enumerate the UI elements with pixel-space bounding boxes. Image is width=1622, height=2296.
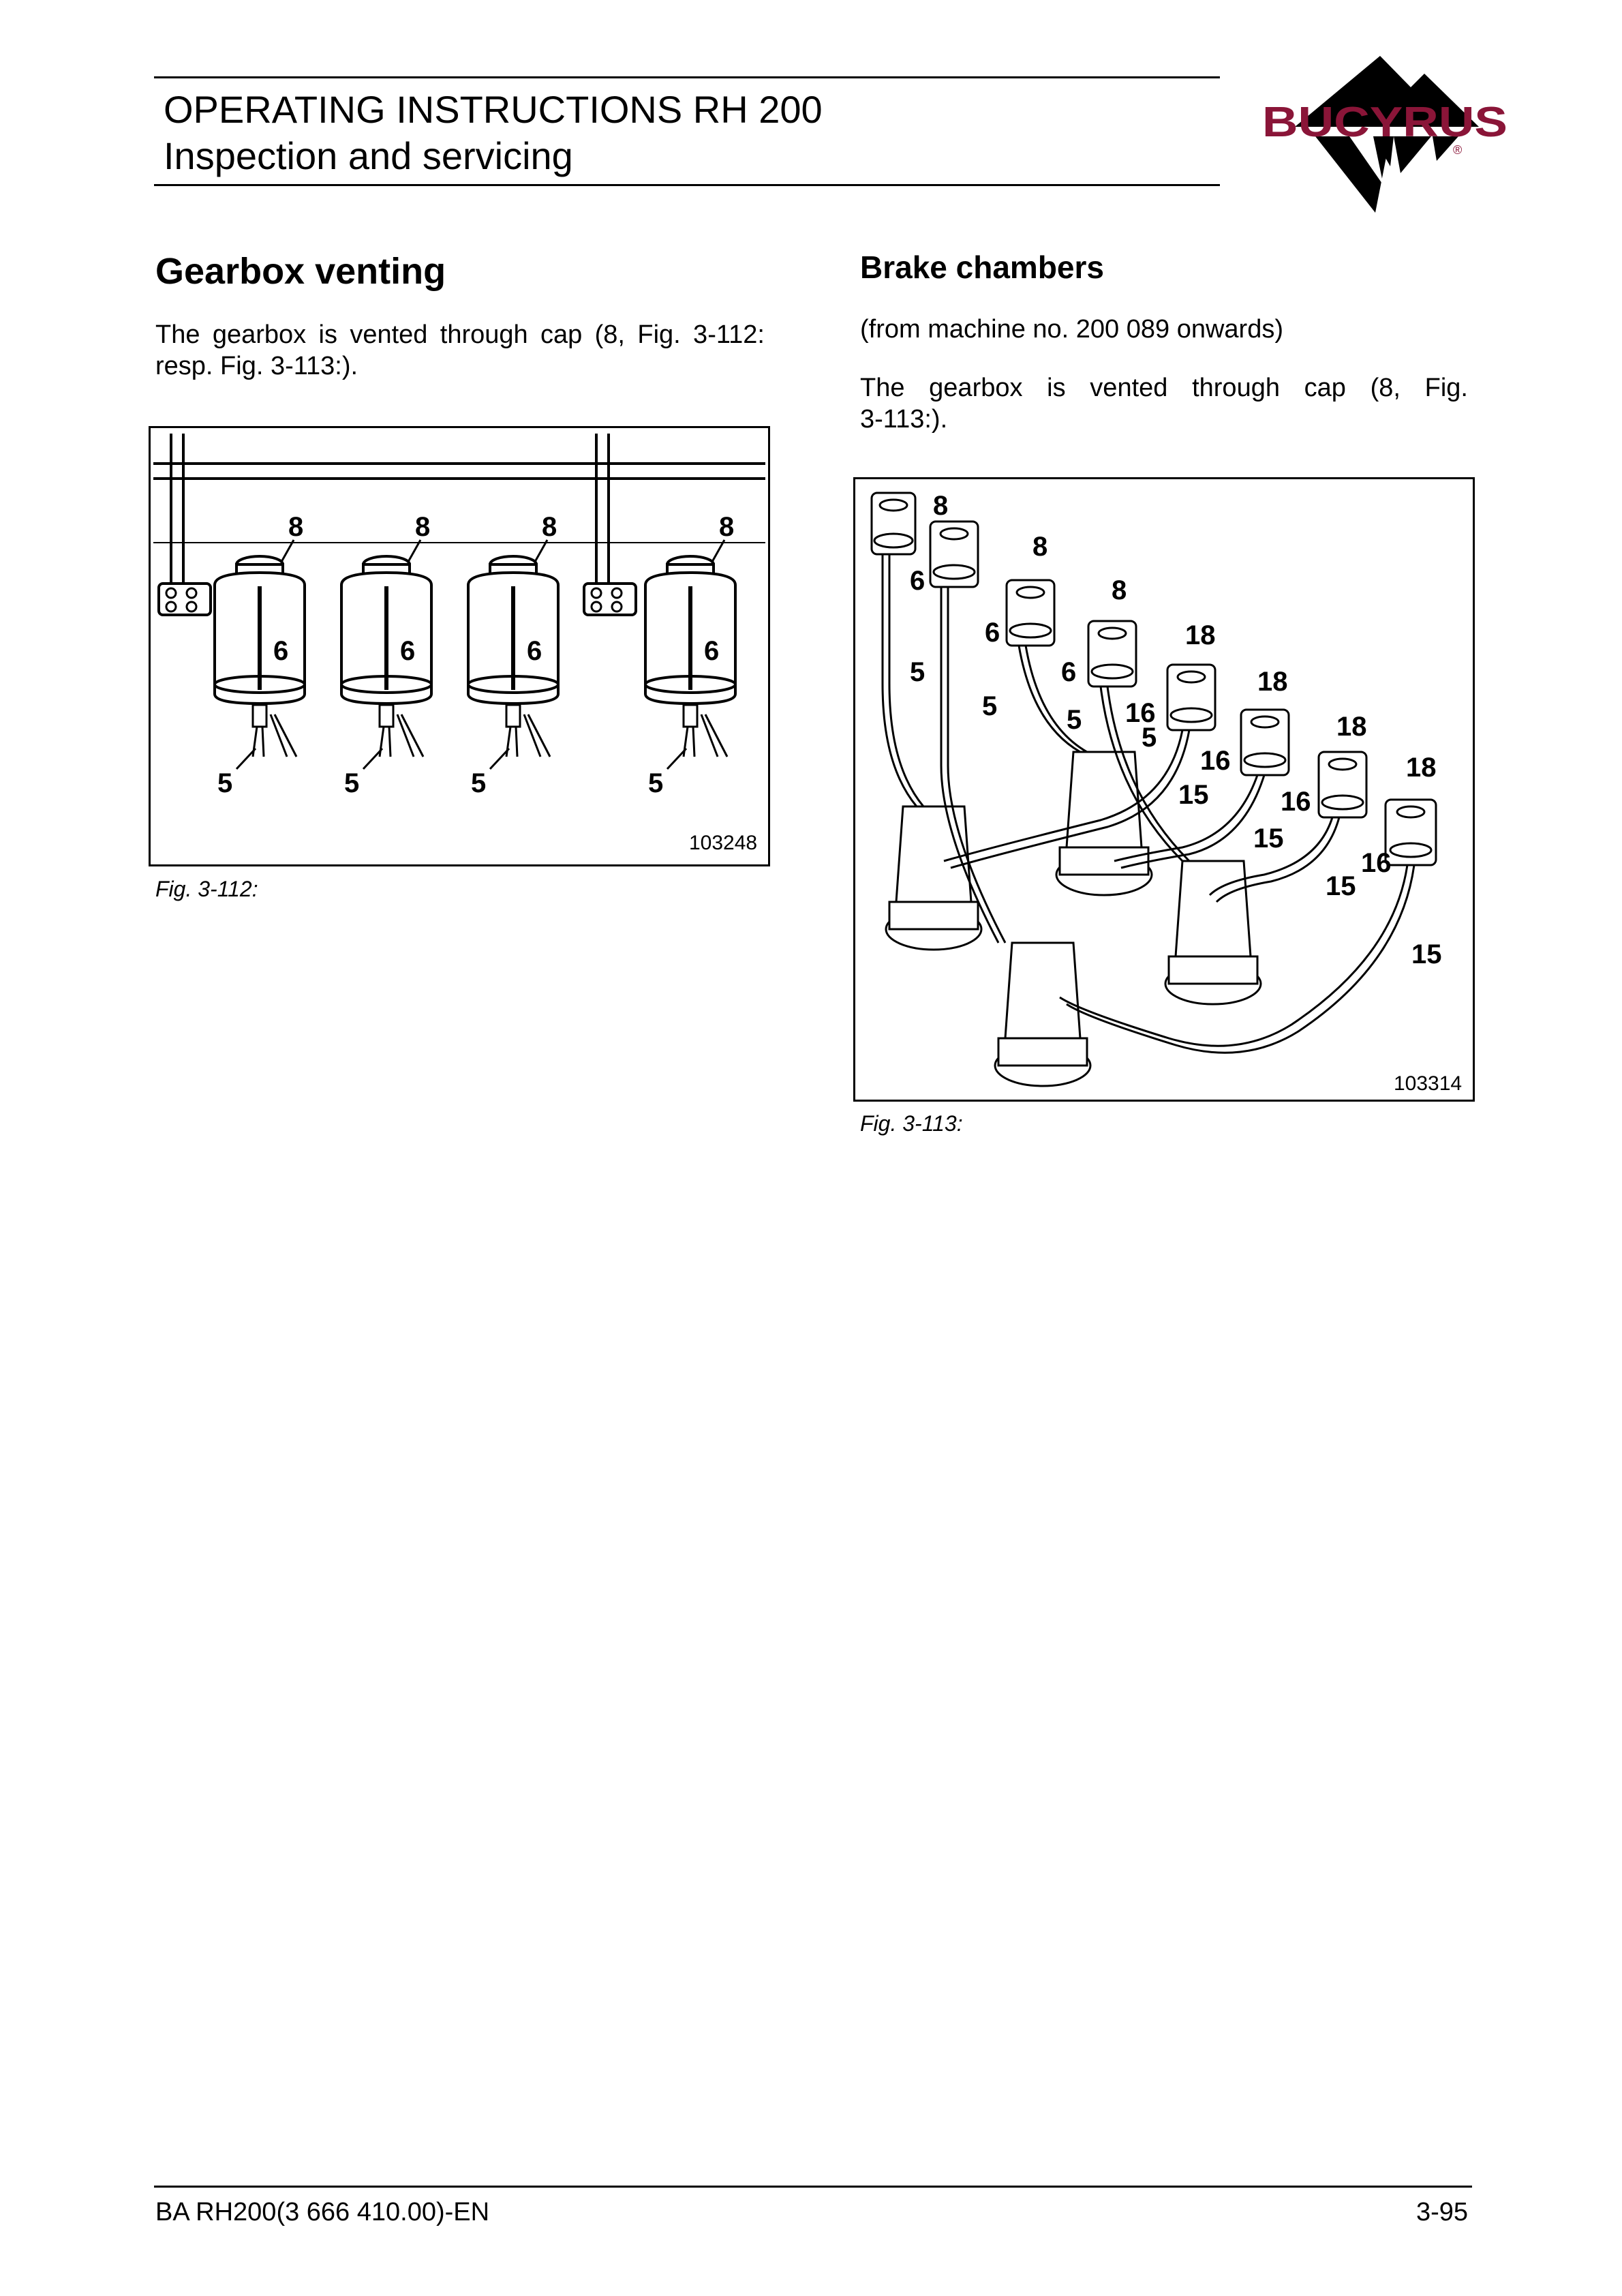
callout-sight-glass-1: 6 bbox=[273, 636, 288, 666]
caption-fig-3-112: Fig. 3-112: bbox=[155, 877, 258, 901]
callout-hose-1: 5 bbox=[217, 768, 232, 798]
callout-sight-glass-3: 6 bbox=[527, 636, 542, 666]
caption-fig-3-113: Fig. 3-113: bbox=[860, 1111, 963, 1136]
footer-document-id: BA RH200(3 666 410.00)-EN bbox=[155, 2198, 490, 2226]
footer-page-number: 3-95 bbox=[1416, 2198, 1468, 2226]
document-title: OPERATING INSTRUCTIONS RH 200 bbox=[164, 88, 823, 131]
callout-hose-4: 5 bbox=[1142, 723, 1157, 753]
callout-cap-2: 8 bbox=[415, 512, 430, 542]
callout-fitting-3: 16 bbox=[1281, 787, 1311, 817]
callout-hose-1: 5 bbox=[910, 657, 925, 687]
header-bottom-rule bbox=[154, 184, 1220, 186]
callout-hose-3: 5 bbox=[1067, 705, 1082, 735]
callout-fitting-1: 16 bbox=[1125, 698, 1156, 728]
callout-fitting-4: 16 bbox=[1361, 848, 1392, 878]
figure-3-113: 8 8 8 6 6 6 5 5 5 5 18 18 18 18 16 16 16… bbox=[853, 477, 1475, 1102]
heading-brake-chambers: Brake chambers bbox=[860, 250, 1104, 285]
callout-sight-glass-2: 6 bbox=[985, 618, 1000, 648]
callout-sight-glass-3: 6 bbox=[1061, 657, 1076, 687]
callout-bracket-3: 18 bbox=[1336, 712, 1367, 742]
gearbox-venting-text-line1: The gearbox is vented through cap (8, Fi… bbox=[155, 320, 765, 349]
callout-cap-1: 8 bbox=[933, 491, 948, 521]
figure-number-103314: 103314 bbox=[1394, 1072, 1462, 1095]
callout-line-1: 15 bbox=[1178, 780, 1209, 810]
callout-bracket-4: 18 bbox=[1406, 753, 1437, 783]
callout-sight-glass-4: 6 bbox=[704, 636, 719, 666]
header-top-rule bbox=[154, 76, 1220, 78]
section-title: Inspection and servicing bbox=[164, 134, 573, 177]
callout-cap-3: 8 bbox=[542, 512, 557, 542]
figure-3-112: 8 8 8 8 6 6 6 6 5 5 5 5 103248 bbox=[149, 426, 770, 866]
callout-sight-glass-2: 6 bbox=[400, 636, 415, 666]
callout-hose-2: 5 bbox=[344, 768, 359, 798]
gearbox-venting-diagram: 8 8 8 8 6 6 6 6 5 5 5 5 103248 bbox=[153, 434, 765, 854]
brake-chambers-diagram: 8 8 8 6 6 6 5 5 5 5 18 18 18 18 16 16 16… bbox=[870, 491, 1462, 1095]
callout-sight-glass-1: 6 bbox=[910, 566, 925, 596]
gearbox-venting-text-line2: resp. Fig. 3-113:). bbox=[155, 352, 358, 380]
figure-number-103248: 103248 bbox=[689, 832, 757, 854]
logo-registered-mark: ® bbox=[1453, 143, 1462, 157]
callout-cap-2: 8 bbox=[1032, 532, 1047, 562]
callout-line-2: 15 bbox=[1253, 824, 1284, 854]
callout-hose-3: 5 bbox=[471, 768, 486, 798]
callout-bracket-1: 18 bbox=[1185, 620, 1216, 650]
callout-hose-4: 5 bbox=[648, 768, 663, 798]
bucyrus-logo: BUCYRUS ® bbox=[1254, 52, 1520, 215]
callout-cap-1: 8 bbox=[288, 512, 303, 542]
callout-fitting-2: 16 bbox=[1200, 746, 1231, 776]
footer-rule bbox=[154, 2186, 1472, 2188]
callout-cap-4: 8 bbox=[719, 512, 734, 542]
callout-cap-3: 8 bbox=[1112, 575, 1127, 605]
callout-bracket-2: 18 bbox=[1257, 667, 1288, 697]
brake-chambers-text-line2: 3-113:). bbox=[860, 405, 948, 434]
callout-line-4: 15 bbox=[1411, 939, 1442, 969]
brake-chambers-text-line1: The gearbox is vented through cap (8, Fi… bbox=[860, 374, 1468, 402]
heading-gearbox-venting: Gearbox venting bbox=[155, 251, 446, 292]
logo-text: BUCYRUS bbox=[1262, 99, 1508, 146]
callout-hose-2: 5 bbox=[982, 691, 997, 721]
callout-line-3: 15 bbox=[1326, 871, 1356, 901]
brake-chambers-note: (from machine no. 200 089 onwards) bbox=[860, 315, 1283, 344]
